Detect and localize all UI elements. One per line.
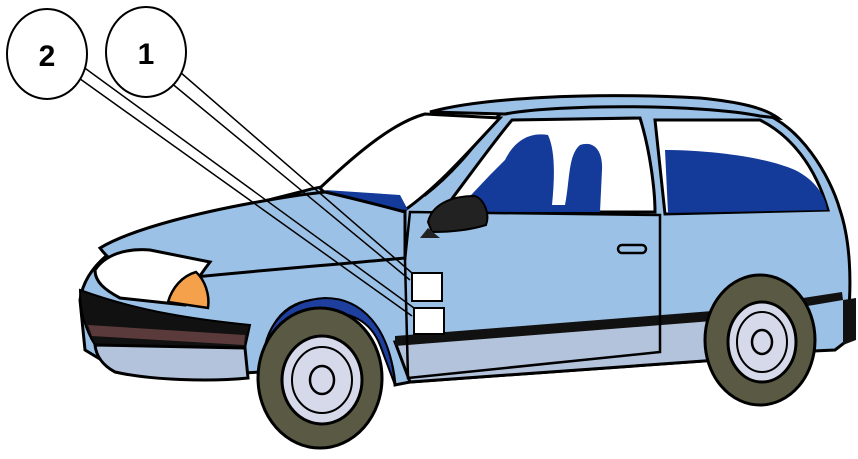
callout-2-number: 2 [39, 40, 56, 73]
callout-1-number: 1 [138, 38, 155, 71]
rear-bumper [843, 298, 856, 345]
upper-door-label [412, 273, 442, 301]
lower-door-label [414, 308, 444, 334]
callout-1: 1 [106, 7, 186, 97]
door-handle [618, 245, 646, 253]
front-wheel [258, 308, 382, 448]
callout-2: 2 [7, 9, 87, 99]
rear-wheel [705, 275, 815, 405]
lower-bumper [95, 345, 248, 380]
